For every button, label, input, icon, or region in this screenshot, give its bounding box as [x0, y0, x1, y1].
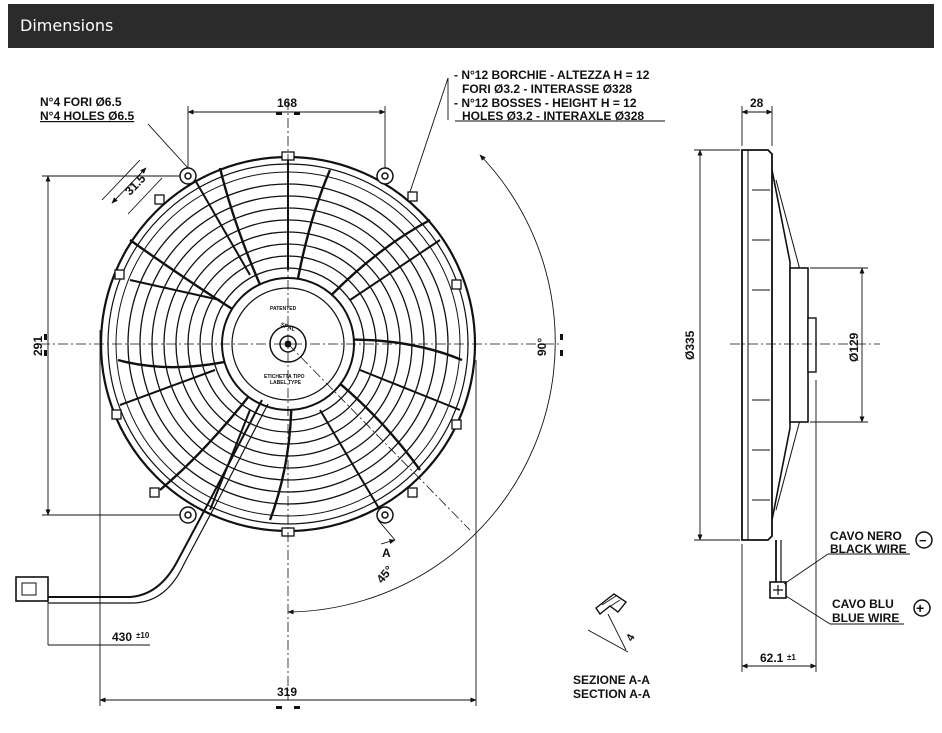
side-dimension-lines: [694, 106, 910, 672]
section-label-it: SEZIONE A-A: [573, 673, 650, 687]
holes-label-en: N°4 HOLES Ø6.5: [40, 109, 134, 123]
dim-62-1-tolerance: ±1: [787, 653, 796, 662]
bosses-label-it-2: FORI Ø3.2 - INTERASSE Ø328: [462, 82, 632, 96]
side-view: [741, 149, 817, 599]
bosses-label-it-1: - N°12 BORCHIE - ALTEZZA H = 12: [454, 68, 650, 82]
section-label-en: SECTION A-A: [573, 687, 651, 701]
dim-291: 291: [31, 336, 45, 356]
dim-319: 319: [277, 685, 297, 699]
dim-62-1: 62.1: [760, 651, 784, 665]
plus-symbol: +: [916, 600, 924, 616]
center-ticks: [44, 112, 563, 709]
dim-168: 168: [277, 96, 297, 110]
dim-28: 28: [750, 96, 764, 110]
dim-335: Ø335: [683, 330, 697, 360]
bosses-label-en-1: - N°12 BOSSES - HEIGHT H = 12: [454, 96, 637, 110]
section-a-a: [587, 593, 629, 653]
black-wire-label-it: CAVO NERO: [830, 529, 902, 543]
blue-wire-label-en: BLUE WIRE: [832, 611, 899, 625]
dimension-lines: [42, 77, 665, 706]
dim-4: 4: [624, 631, 638, 643]
section-header: Dimensions: [8, 4, 934, 48]
dim-430-tolerance: ±10: [136, 631, 150, 640]
patented-label: PATENTED: [270, 306, 297, 312]
dim-129: Ø129: [847, 332, 861, 362]
drawing-labels: N°4 FORI Ø6.5 N°4 HOLES Ø6.5 - N°12 BORC…: [31, 68, 933, 701]
front-view: [15, 151, 477, 604]
plus-polarity-icon: [913, 599, 931, 617]
bosses-label-en-2: HOLES Ø3.2 - INTERAXLE Ø328: [462, 109, 644, 123]
blue-wire-label-it: CAVO BLU: [832, 597, 894, 611]
connector: [15, 576, 49, 602]
dim-31-5: 31.5: [122, 171, 149, 198]
section-marker-a: A: [382, 546, 391, 560]
label-type-it: ETICHETTA TIPO: [264, 374, 305, 380]
motor-body: [789, 267, 809, 423]
fan-profile: [741, 149, 773, 541]
dim-45: 45°: [374, 563, 397, 586]
cable: [48, 399, 263, 598]
black-wire-label-en: BLACK WIRE: [830, 542, 907, 556]
dim-430: 430: [112, 630, 132, 644]
section-title: Dimensions: [20, 16, 114, 35]
dim-90: 90°: [535, 338, 549, 356]
minus-polarity-icon: [915, 531, 933, 549]
holes-label-it: N°4 FORI Ø6.5: [40, 95, 122, 109]
brand-label: SPAL: [279, 322, 296, 333]
minus-symbol: −: [919, 533, 927, 548]
label-type-en: LABEL TYPE: [270, 380, 302, 386]
